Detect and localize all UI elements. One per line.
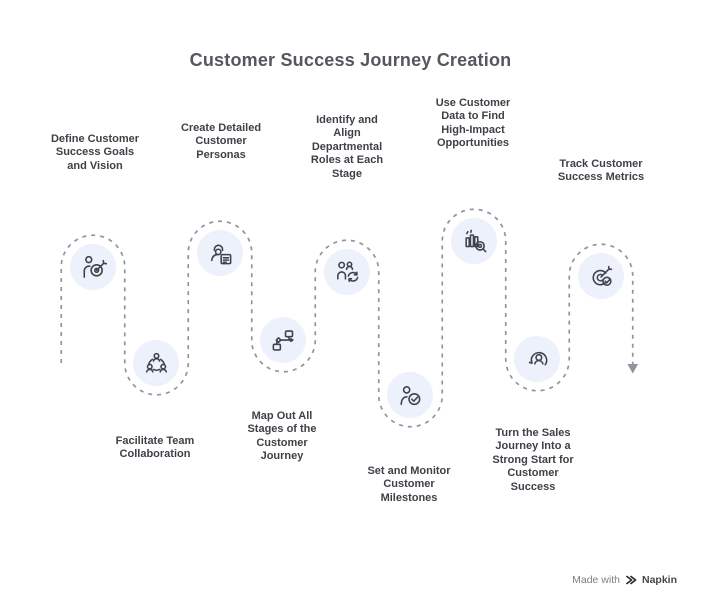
metrics-target-icon (591, 265, 612, 286)
team-network-icon (145, 352, 167, 373)
step-label-3: Create Detailed Customer Personas (180, 122, 262, 161)
step-node-4 (260, 317, 306, 363)
step-node-7 (451, 218, 497, 264)
step-node-3 (197, 230, 243, 276)
step-label-5: Identify and Align Departmental Roles at… (310, 114, 384, 180)
napkin-brand-text: Napkin (641, 574, 677, 586)
step-node-8 (514, 336, 560, 382)
path-end-arrow-icon (627, 364, 639, 374)
step-label-2: Facilitate Team Collaboration (115, 435, 195, 461)
step-label-7: Use Customer Data to Find High-Impact Op… (435, 97, 511, 150)
step-label-9: Track Customer Success Metrics (557, 158, 645, 184)
made-with-napkin-credit: Made with Napkin (572, 574, 677, 586)
goals-target-icon (82, 255, 107, 278)
step-label-8: Turn the Sales Journey Into a Strong Sta… (492, 427, 574, 493)
step-label-6: Set and Monitor Customer Milestones (367, 465, 451, 504)
step-node-6 (387, 372, 433, 418)
step-node-2 (133, 340, 179, 386)
customer-persona-icon (210, 244, 231, 264)
data-search-icon (464, 229, 486, 252)
diagram-title: Customer Success Journey Creation (189, 50, 512, 70)
step-node-5 (324, 249, 370, 295)
journey-map-icon (272, 329, 294, 351)
restart-journey-icon (528, 351, 547, 365)
napkin-logo-icon (625, 574, 637, 586)
dashed-path-line (60, 208, 634, 428)
step-label-1: Define Customer Success Goals and Vision (50, 133, 140, 172)
milestone-check-icon (399, 385, 420, 405)
made-with-text: Made with (572, 574, 620, 586)
step-node-1 (70, 244, 116, 290)
step-node-9 (578, 253, 624, 299)
roles-sync-icon (336, 260, 358, 282)
step-label-4: Map Out All Stages of the Customer Journ… (247, 410, 317, 463)
